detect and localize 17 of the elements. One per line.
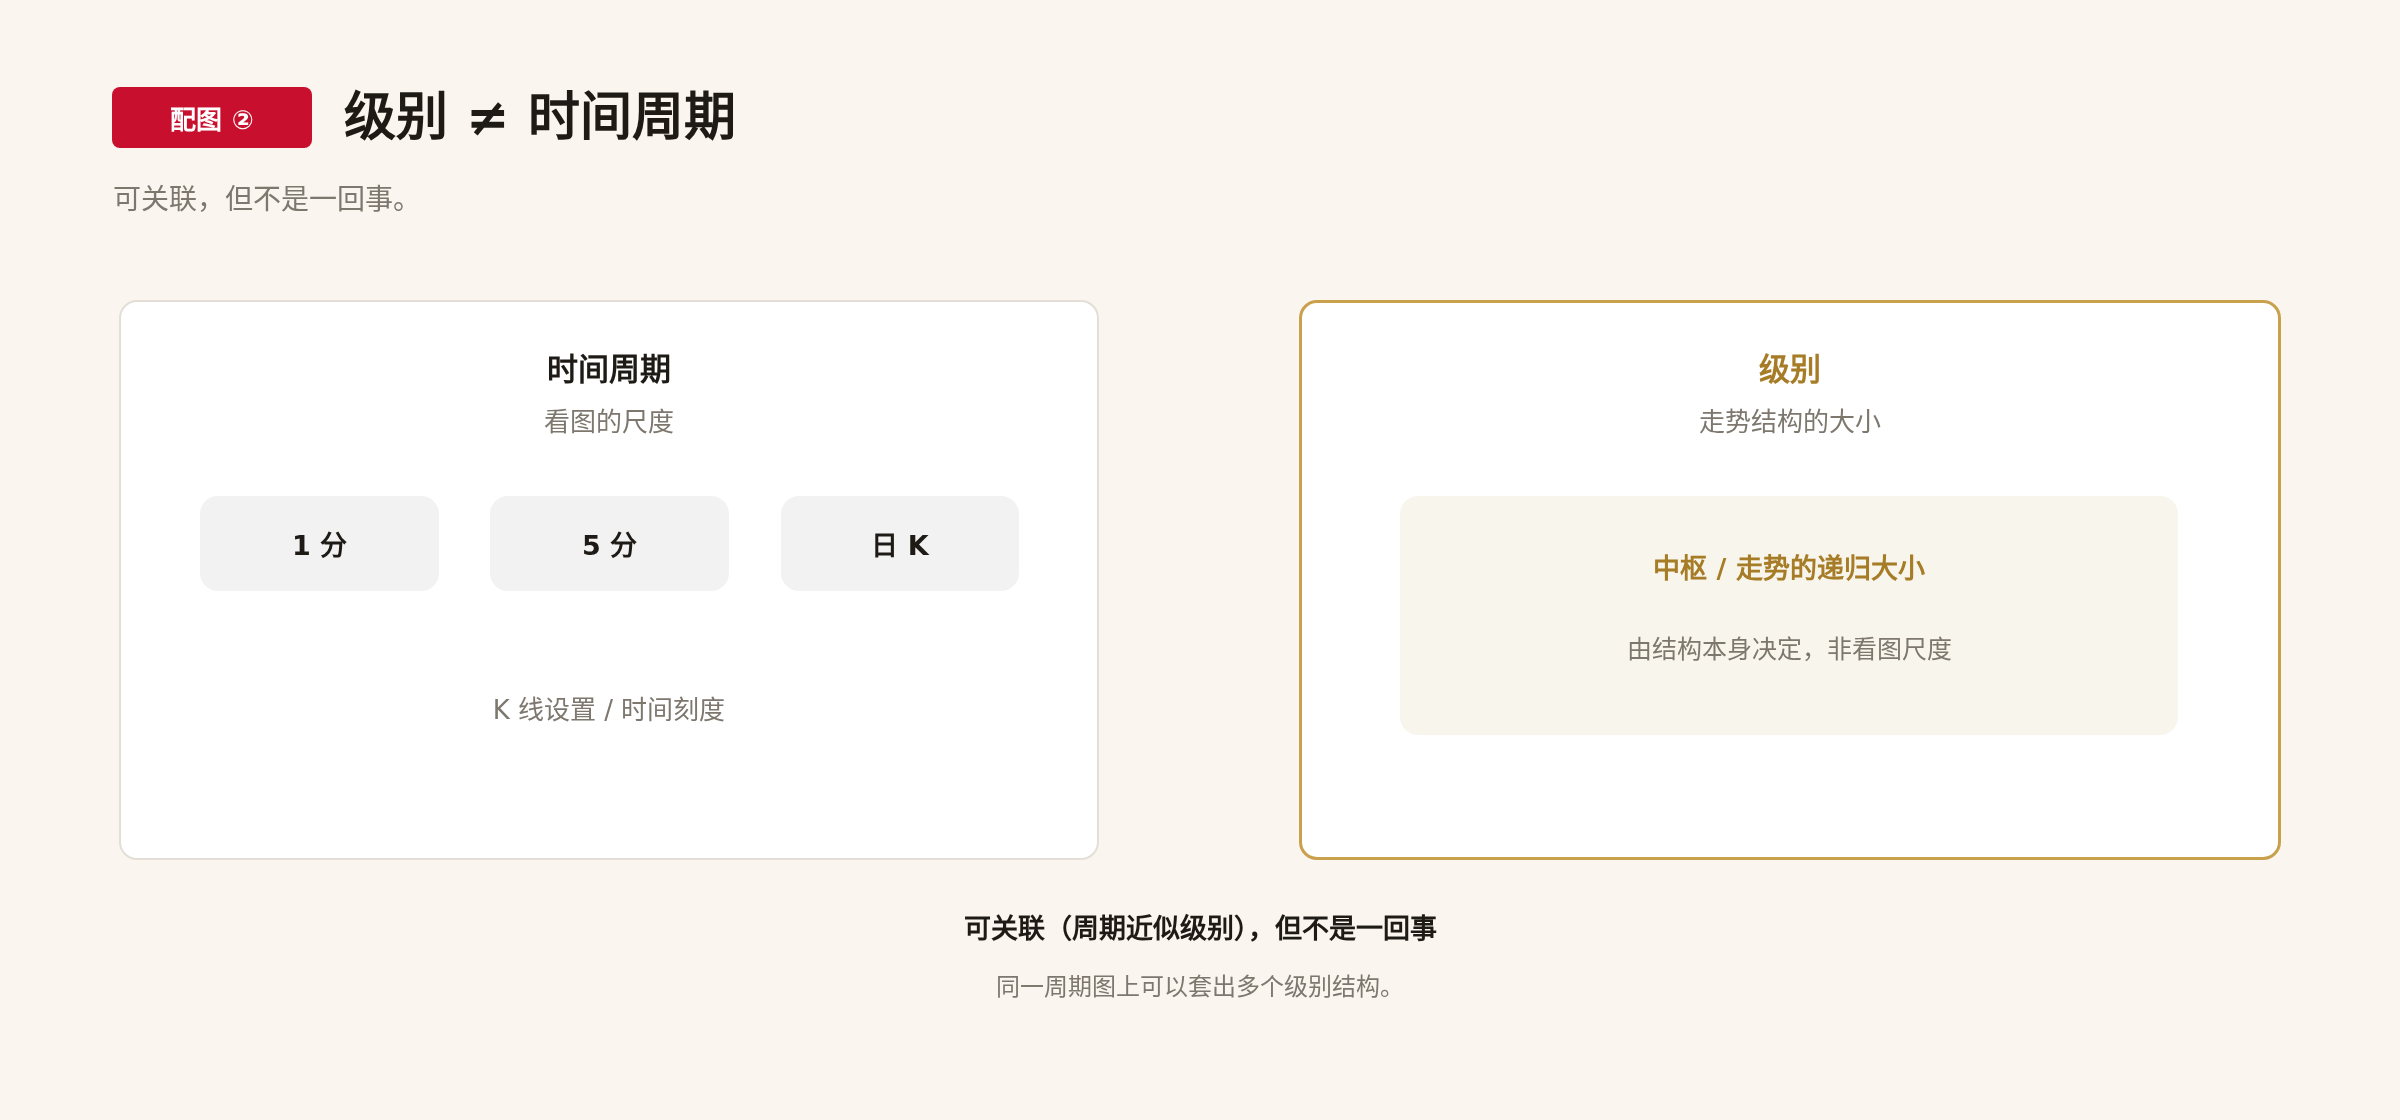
card-subtitle: 看图的尺度: [544, 406, 674, 439]
card-title: 级别: [1759, 350, 1821, 389]
title: 级别 ≠ 时间周期: [344, 86, 736, 149]
note-heading: 可关联（周期近似级别），但不是一回事: [963, 912, 1437, 946]
card-subtitle: 走势结构的大小: [1699, 406, 1881, 439]
badge: 配图 ②: [112, 87, 312, 148]
chip: 1 分: [200, 496, 439, 591]
panel-text: 由结构本身决定，非看图尺度: [1626, 634, 1952, 665]
card: [119, 300, 1099, 860]
card: [1299, 300, 2281, 860]
subtitle: 可关联，但不是一回事。: [113, 182, 421, 217]
card-note: K 线设置 / 时间刻度: [492, 694, 726, 727]
chip: 日 K: [781, 496, 1019, 591]
panel-heading: 中枢 / 走势的递归大小: [1653, 552, 1925, 586]
card-title: 时间周期: [547, 350, 671, 389]
chip: 5 分: [490, 496, 729, 591]
note-text: 同一周期图上可以套出多个级别结构。: [996, 972, 1404, 1002]
